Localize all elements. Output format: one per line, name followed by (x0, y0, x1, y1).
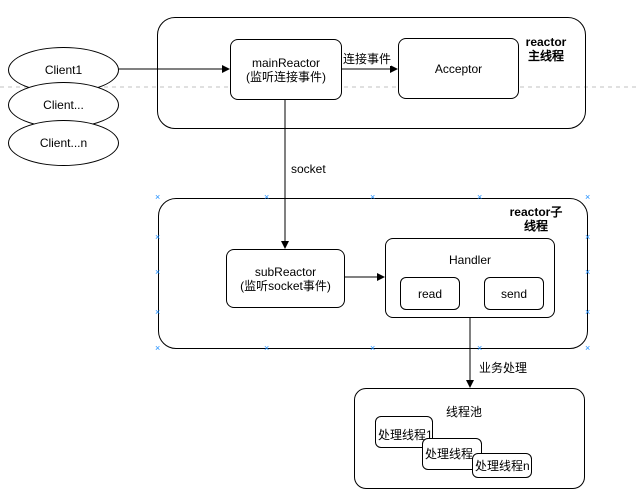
thread-2-node[interactable]: 处理线程 (422, 438, 482, 470)
client1-node[interactable]: Client1 (8, 47, 119, 93)
read-node[interactable]: read (400, 277, 460, 310)
client1-label: Client1 (44, 63, 83, 77)
sub-reactor-sublabel: (监听socket事件) (240, 278, 331, 293)
selection-handle[interactable]: × (155, 343, 161, 353)
client-mid-label: Client... (43, 98, 84, 112)
selection-handle[interactable]: × (585, 267, 591, 277)
selection-handle[interactable]: × (585, 307, 591, 317)
selection-handle[interactable]: × (585, 192, 591, 202)
main-reactor-sublabel: (监听连接事件) (246, 69, 326, 84)
selection-handle[interactable]: × (477, 192, 483, 202)
selection-handle[interactable]: × (264, 192, 270, 202)
send-label: send (500, 286, 528, 301)
acceptor-node[interactable]: Acceptor (398, 38, 519, 99)
selection-handle[interactable]: × (585, 343, 591, 353)
sub-reactor-label: subReactor (254, 264, 317, 279)
selection-handle[interactable]: × (264, 343, 270, 353)
sub-group-title-line2: 线程 (523, 219, 548, 233)
main-group-title: reactor 主线程 (521, 35, 571, 63)
selection-handle[interactable]: × (155, 307, 161, 317)
acceptor-label: Acceptor (434, 61, 483, 76)
sub-group-title: reactor子 线程 (506, 205, 566, 233)
main-group-title-line1: reactor (525, 35, 567, 49)
client-n-node[interactable]: Client...n (8, 120, 119, 166)
selection-handle[interactable]: × (155, 192, 161, 202)
thread-n-node[interactable]: 处理线程n (472, 453, 532, 478)
thread-1-label: 处理线程1 (378, 428, 433, 442)
selection-handle[interactable]: × (585, 232, 591, 242)
client-n-label: Client...n (39, 136, 88, 150)
main-reactor-node[interactable]: mainReactor (监听连接事件) (230, 39, 342, 100)
selection-handle[interactable]: × (370, 343, 376, 353)
thread-n-label: 处理线程n (475, 459, 530, 473)
main-group-title-line2: 主线程 (527, 49, 564, 63)
selection-handle[interactable]: × (370, 192, 376, 202)
edge-socket-label: socket (291, 162, 326, 176)
edge-business-label: 业务处理 (479, 361, 528, 375)
thread-pool-title: 线程池 (446, 405, 483, 419)
sub-reactor-node[interactable]: subReactor (监听socket事件) (226, 249, 345, 308)
main-reactor-label: mainReactor (251, 55, 321, 70)
sub-group-title-line1: reactor子 (509, 205, 563, 219)
handler-label: Handler (448, 253, 492, 267)
edge-connect-label: 连接事件 (343, 52, 392, 66)
selection-handle[interactable]: × (155, 267, 161, 277)
thread-1-node[interactable]: 处理线程1 (375, 416, 433, 448)
handler-node[interactable]: Handler read send (385, 238, 555, 318)
send-node[interactable]: send (484, 277, 544, 310)
thread-2-label: 处理线程 (425, 447, 474, 461)
main-reactor-group[interactable] (157, 17, 586, 129)
read-label: read (417, 286, 443, 301)
selection-handle[interactable]: × (477, 343, 483, 353)
sub-reactor-group[interactable] (158, 198, 588, 349)
selection-handle[interactable]: × (155, 232, 161, 242)
